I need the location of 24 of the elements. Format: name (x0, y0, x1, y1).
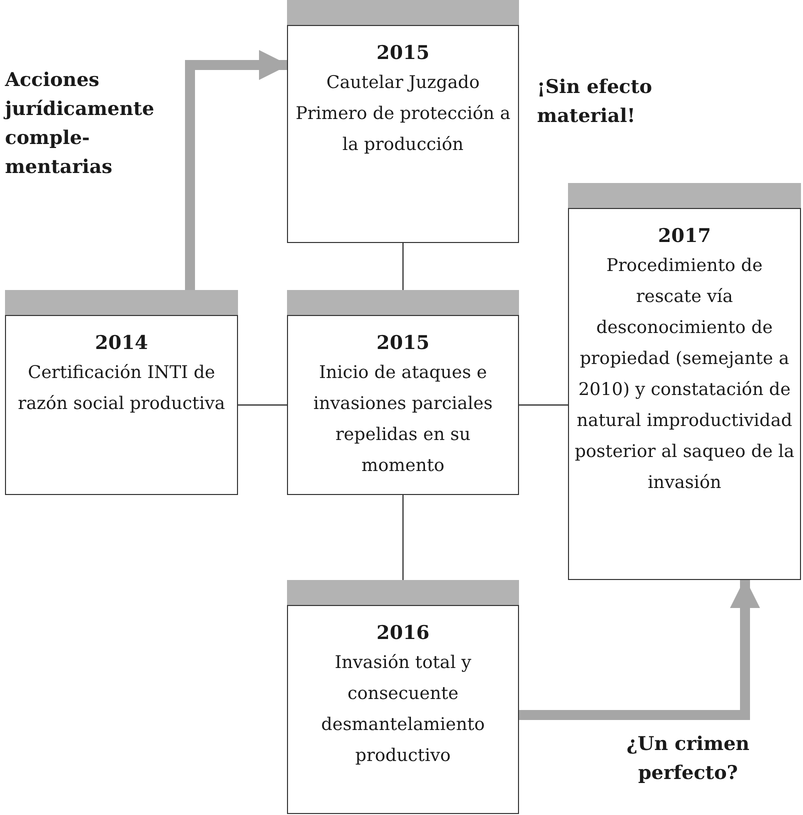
card-text: Procedimiento de rescate vía desconocimiento de propiedad (semejante a 2010) y constatación de natural improductividad posterior al saqueo de la invasión (574, 255, 796, 495)
timeline-card (568, 183, 801, 580)
arrow (519, 578, 760, 720)
card-text: Cautelar Juzgado Primero de protección a la producción (294, 72, 512, 157)
card-year: 2015 (376, 41, 430, 66)
note-text: ¡Sin efecto material! (537, 75, 654, 129)
card-year: 2016 (376, 621, 430, 646)
connector-line (402, 495, 404, 580)
card-year: 2017 (658, 224, 711, 249)
timeline-card (287, 290, 519, 495)
arrow (185, 50, 289, 290)
card-year: 2014 (95, 331, 148, 356)
card-text: Invasión total y consecuente desmantelamiento productivo (320, 652, 486, 768)
card-year: 2015 (376, 331, 430, 356)
connector-line (402, 243, 404, 290)
note-text: ¿Un crimen perfecto? (626, 732, 750, 786)
card-text: Certificación INTI de razón social productiva (16, 362, 226, 416)
timeline-card (5, 290, 238, 495)
note-text: Acciones jurídicamente comple- mentarias (5, 68, 156, 180)
connector-line (238, 404, 287, 406)
card-text: Inicio de ataques e invasiones parciales repelidas en su momento (312, 362, 494, 478)
timeline-card (287, 580, 519, 814)
timeline-card (287, 0, 519, 243)
connector-line (519, 404, 568, 406)
